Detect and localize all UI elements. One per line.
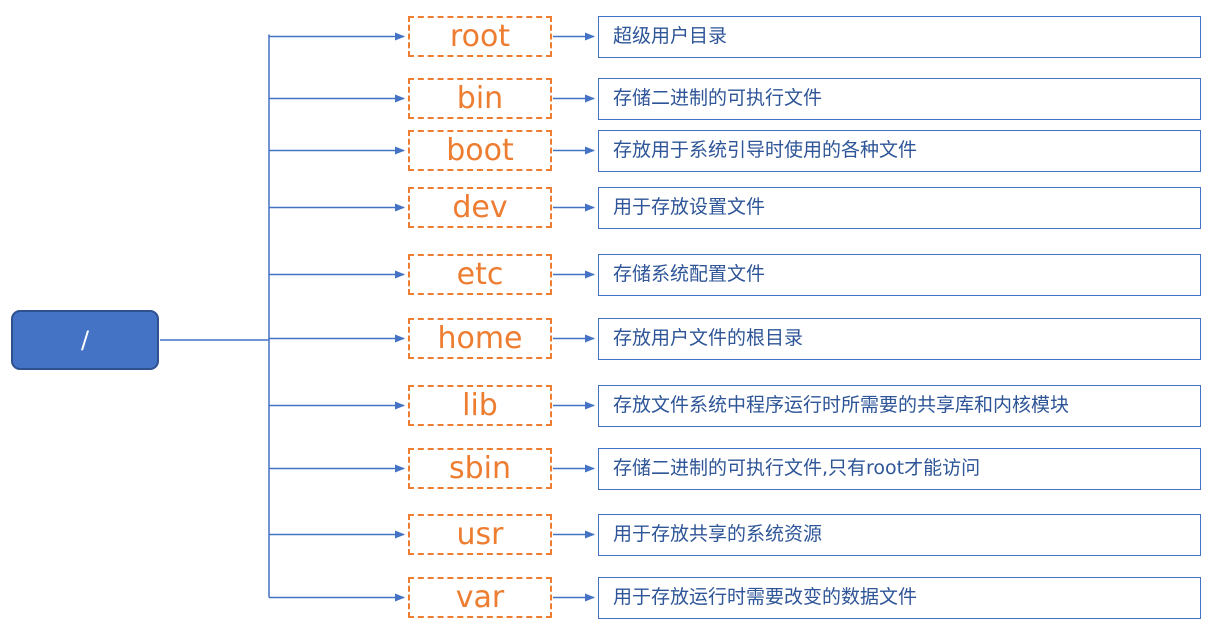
description-box-var: 用于存放运行时需要改变的数据文件 — [598, 577, 1201, 619]
directory-box-root: root — [408, 16, 552, 57]
description-box-etc: 存储系统配置文件 — [598, 254, 1201, 296]
description-box-home: 存放用户文件的根目录 — [598, 318, 1201, 360]
description-box-sbin: 存储二进制的可执行文件,只有root才能访问 — [598, 448, 1201, 490]
description-box-boot: 存放用于系统引导时使用的各种文件 — [598, 130, 1201, 172]
directory-box-dev: dev — [408, 187, 552, 228]
description-box-lib: 存放文件系统中程序运行时所需要的共享库和内核模块 — [598, 385, 1201, 427]
description-box-root: 超级用户目录 — [598, 16, 1201, 58]
description-box-usr: 用于存放共享的系统资源 — [598, 514, 1201, 556]
directory-box-usr: usr — [408, 514, 552, 555]
directory-box-bin: bin — [408, 78, 552, 119]
directory-box-var: var — [408, 577, 552, 618]
description-box-dev: 用于存放设置文件 — [598, 187, 1201, 229]
directory-box-boot: boot — [408, 130, 552, 171]
root-directory-node: / — [11, 310, 159, 370]
directory-box-lib: lib — [408, 385, 552, 426]
directory-box-sbin: sbin — [408, 448, 552, 489]
description-box-bin: 存储二进制的可执行文件 — [598, 78, 1201, 120]
directory-box-home: home — [408, 318, 552, 359]
directory-box-etc: etc — [408, 254, 552, 295]
root-directory-label: / — [80, 326, 90, 354]
